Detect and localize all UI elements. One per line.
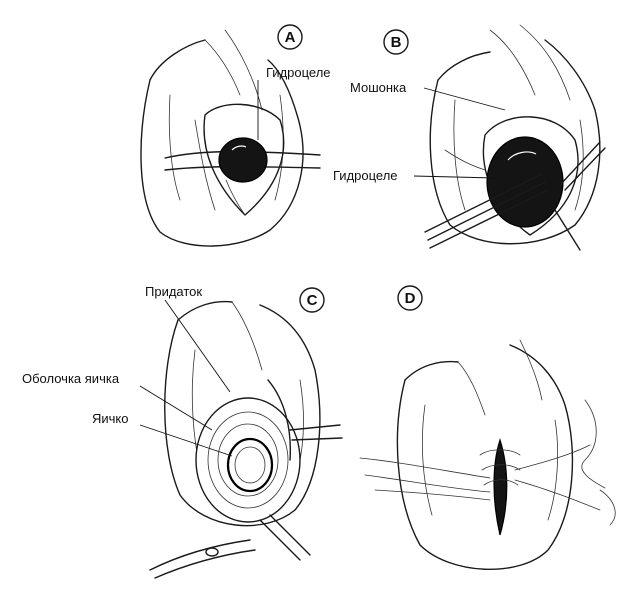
panel-a-label-hydrocele: Гидроцеле: [266, 65, 331, 80]
panel-b: B Мошонка Гидроцеле: [333, 24, 606, 251]
panel-a-letter: A: [285, 29, 296, 46]
panel-c: C Придаток Об: [22, 284, 343, 579]
panel-c-letter: C: [307, 292, 318, 309]
panel-c-leader-epididymis: [164, 299, 231, 393]
panel-b-label-scrotum: Мошонка: [350, 80, 407, 95]
panel-c-label-tunica: Оболочка яичка: [22, 371, 120, 386]
panel-a-letter-badge: A: [277, 24, 303, 50]
panel-d: D: [359, 285, 616, 571]
panel-b-label-hydrocele: Гидроцеле: [333, 168, 398, 183]
panel-b-leader-hydrocele: [413, 175, 496, 179]
panel-a-illustration: [140, 29, 321, 247]
panel-c-illustration: [149, 300, 343, 579]
panel-c-leader-tunica: [139, 385, 213, 431]
panel-c-label-testis: Яичко: [92, 411, 129, 426]
panel-d-illustration: [359, 339, 616, 571]
panel-b-leader-scrotum: [423, 87, 506, 111]
panel-c-letter-badge: C: [299, 287, 325, 313]
panel-c-label-epididymis: Придаток: [145, 284, 202, 299]
panel-d-letter-badge: D: [397, 285, 423, 311]
panel-b-letter: B: [391, 34, 402, 51]
panel-d-letter: D: [405, 290, 416, 307]
panel-b-illustration: [424, 24, 606, 251]
panel-c-leader-testis: [139, 424, 233, 457]
panel-b-letter-badge: B: [383, 29, 409, 55]
panel-a: A Гидроцеле: [140, 24, 331, 247]
